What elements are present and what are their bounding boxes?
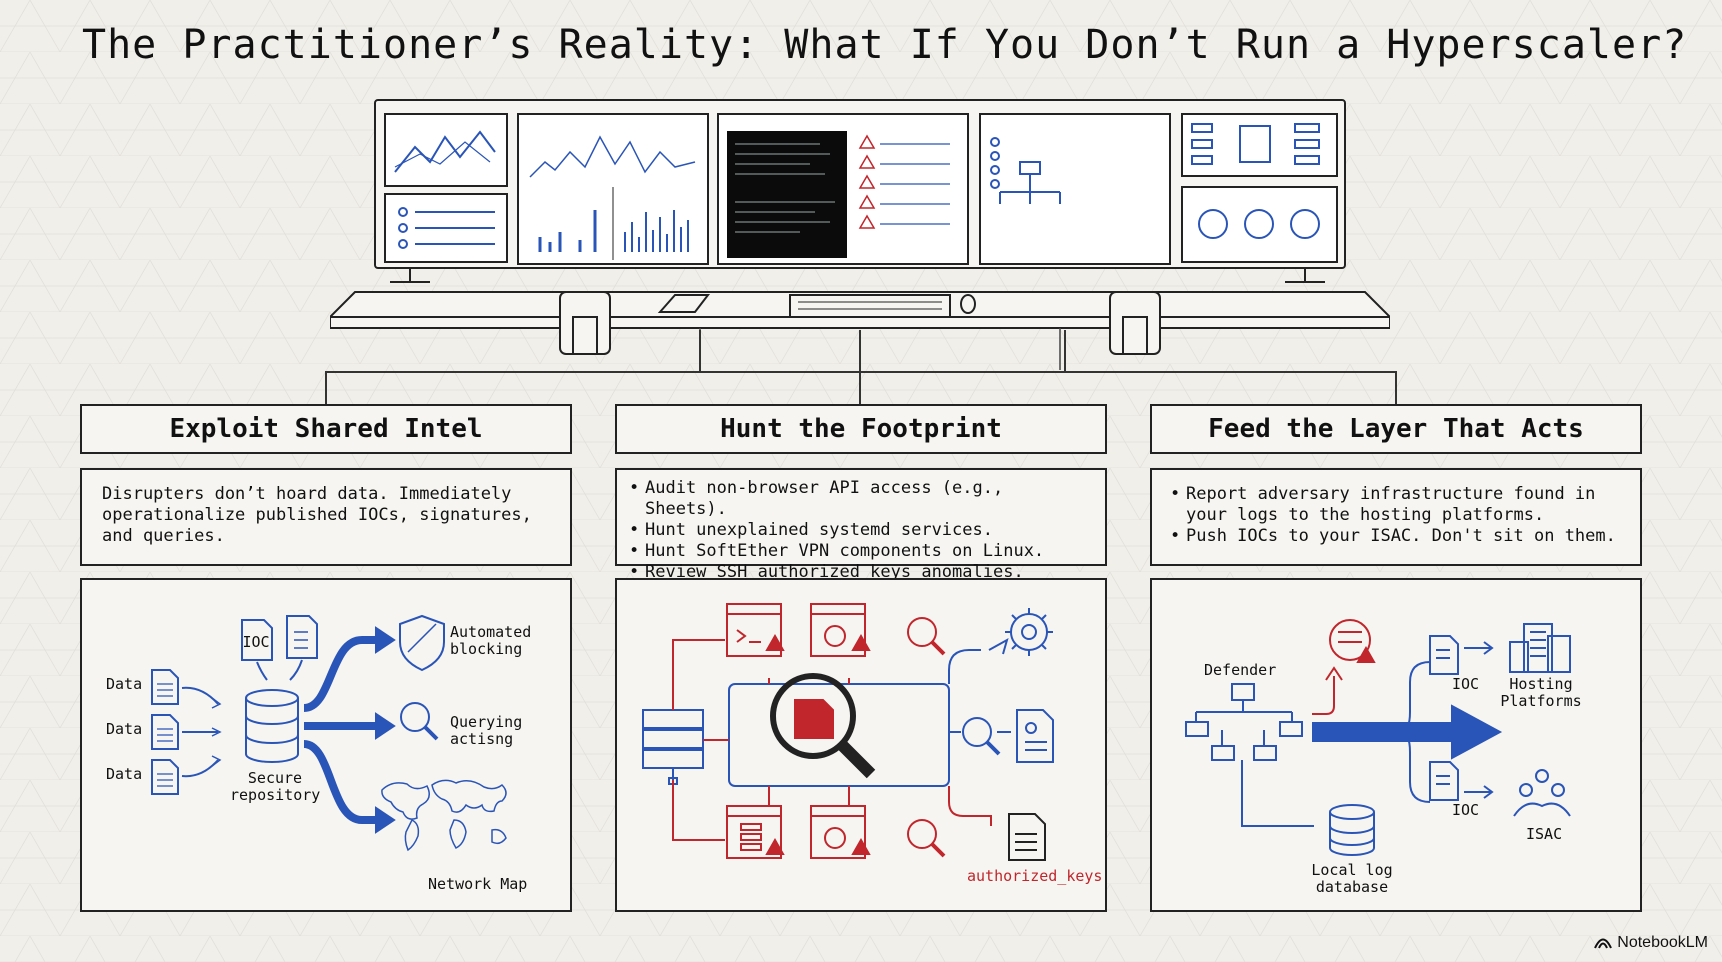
data-document-icon-1 [151, 669, 179, 705]
server-rack-icon [642, 709, 704, 785]
world-map-icon [381, 779, 507, 852]
bullet-softether: Hunt SoftEther VPN components on Linux. [629, 541, 1093, 562]
data-label-2: Data [106, 720, 143, 738]
ioc-bottom-label: IOC [1452, 801, 1480, 819]
connector-lines [325, 330, 1397, 404]
querying-label: Querying actisng [450, 713, 523, 748]
bullet-systemd: Hunt unexplained systemd services. [629, 520, 1093, 541]
authorized-keys-label: authorized_keys [967, 867, 1103, 885]
data-document-icon-3 [151, 759, 179, 795]
defender-network-icon [1185, 683, 1303, 761]
bullet-ssh-keys: Review SSH authorized_keys anomalies. [629, 562, 1093, 583]
search-icon-blue-mid [962, 717, 1001, 756]
secure-repository-icon [245, 689, 299, 763]
page-title: The Practitioner’s Reality: What If You … [82, 22, 1688, 68]
heading-feed-the-layer: Feed the Layer That Acts [1150, 404, 1642, 454]
bullet-report-infrastructure: Report adversary infrastructure found in… [1170, 484, 1622, 526]
authorized-keys-document-icon [1008, 813, 1046, 861]
isac-people-icon [1513, 769, 1571, 817]
illustration-shared-intel: IOC Data Data Data Secure repository Aut… [80, 578, 572, 912]
signature-document-icon [286, 615, 318, 659]
secure-repository-label: Secure repository [230, 769, 321, 804]
text-feed-the-layer: Report adversary infrastructure found in… [1150, 468, 1642, 566]
data-label-3: Data [106, 765, 143, 783]
brand-logo: NotebookLM [1594, 934, 1708, 952]
bullet-audit-api: Audit non-browser API access (e.g., Shee… [629, 478, 1093, 520]
magnifier-document-icon [770, 673, 876, 779]
hosting-platforms-icon [1509, 623, 1571, 673]
local-log-database-label: Local log database [1311, 861, 1393, 896]
heading-exploit-shared-intel: Exploit Shared Intel [80, 404, 572, 454]
ioc-document-top-icon [1429, 635, 1459, 675]
soc-desk-illustration [330, 99, 1390, 370]
search-icon-red-top [907, 617, 946, 656]
malicious-server-icon [1329, 619, 1376, 663]
profile-document-icon [1016, 709, 1054, 763]
terminal-window-icon [726, 603, 782, 657]
bug-window-icon [810, 805, 866, 859]
data-label-1: Data [106, 675, 143, 693]
shield-icon [399, 614, 445, 672]
settings-window-icon [810, 603, 866, 657]
illustration-feed-layer: Defender IOC Hosting Platforms IOC ISAC … [1150, 578, 1642, 912]
illustration-hunt-footprint: authorized_keys [615, 578, 1107, 912]
text-hunt-the-footprint: Audit non-browser API access (e.g., Shee… [615, 468, 1107, 583]
automated-blocking-label: Automated blocking [450, 623, 532, 658]
isac-label: ISAC [1526, 825, 1563, 843]
brand-label: NotebookLM [1617, 934, 1708, 951]
heading-hunt-the-footprint: Hunt the Footprint [615, 404, 1107, 454]
notebooklm-logo-icon [1594, 938, 1613, 949]
ioc-label: IOC [242, 633, 270, 651]
search-icon [400, 702, 439, 741]
ioc-top-label: IOC [1452, 675, 1480, 693]
search-icon-red-bottom [907, 819, 946, 858]
network-map-label: Network Map [428, 875, 528, 893]
local-log-database-icon [1329, 804, 1375, 856]
ioc-document-bottom-icon [1429, 761, 1459, 801]
text-exploit-shared-intel: Disrupters don’t hoard data. Immediately… [80, 468, 572, 566]
ioc-document-icon [241, 619, 273, 661]
data-document-icon-2 [151, 714, 179, 750]
defender-label: Defender [1204, 661, 1277, 679]
bullet-push-iocs: Push IOCs to your ISAC. Don't sit on the… [1170, 526, 1622, 547]
gear-icon [1005, 608, 1053, 656]
server-window-icon [726, 805, 782, 859]
hosting-platforms-label: Hosting Platforms [1500, 675, 1582, 710]
